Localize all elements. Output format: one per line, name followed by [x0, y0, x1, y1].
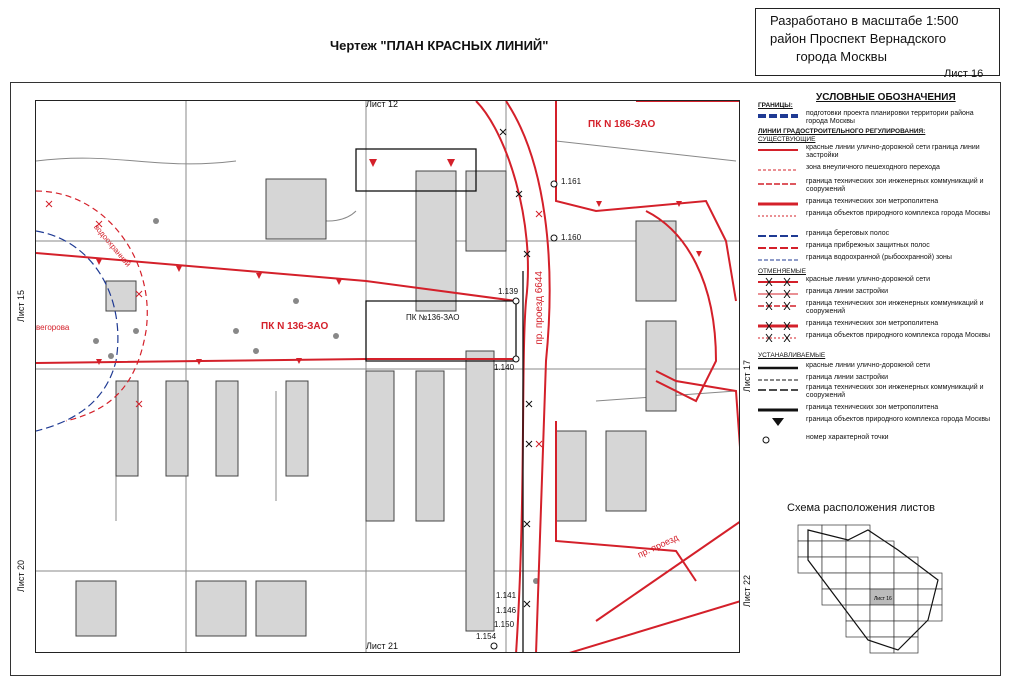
legend-symbol: [758, 169, 798, 171]
legend-row: красные линии улично-дорожной сети: [754, 276, 994, 288]
legend-row: подготовки проекта планировки территории…: [754, 110, 994, 125]
buildings: [75, 170, 677, 637]
point-label: 1.140: [494, 363, 515, 372]
legend-row: граница береговых полос: [754, 230, 994, 242]
drawing-title: Чертеж "ПЛАН КРАСНЫХ ЛИНИЙ": [330, 38, 549, 53]
legend-symbol: [758, 389, 798, 391]
legend-row: граница линии застройки: [754, 374, 994, 386]
legend-row: граница технических зон инженерных комму…: [754, 178, 994, 193]
red-markers: [96, 159, 702, 365]
legend-symbol: [758, 408, 798, 412]
cross-markers: [499, 128, 533, 608]
legend-symbol: [758, 215, 798, 217]
legend-row: граница прибрежных защитных полос: [754, 242, 994, 254]
legend-row: граница объектов природного комплекса го…: [754, 210, 994, 222]
legend-row: граница линии застройки: [754, 288, 994, 300]
legend-symbol: [758, 114, 798, 118]
sheet-frame: [10, 82, 1001, 676]
legend-row: граница технических зон инженерных комму…: [754, 300, 994, 315]
legend-row: граница водоохранной (рыбоохранной) зоны: [754, 254, 994, 266]
legend-regulation-header: ЛИНИИ ГРАДОСТРОИТЕЛЬНОГО РЕГУЛИРОВАНИЯ:: [758, 128, 926, 135]
map-drawing: [36, 101, 739, 652]
adjacent-sheet-top: Лист 12: [366, 100, 399, 109]
point-label: 1.139: [498, 287, 519, 296]
legend: УСЛОВНЫЕ ОБОЗНАЧЕНИЯ ГРАНИЦЫ: подготовки…: [754, 88, 994, 458]
legend-symbol: [758, 289, 798, 298]
zone-label-pk136: ПК N 136-ЗАО: [261, 321, 329, 332]
legend-symbol: [758, 183, 798, 185]
legend-symbol: [758, 366, 798, 370]
road-label-proezd: пр. проезд 6644: [534, 271, 545, 345]
sheet-number: Лист 16: [944, 68, 984, 80]
legend-symbol: [758, 277, 798, 286]
water-zone-line: [36, 230, 119, 432]
legend-existing-header: СУЩЕСТВУЮЩИЕ: [758, 136, 816, 143]
adjacent-sheet-bottom-right: Лист 22: [742, 575, 752, 608]
point-markers: [490, 180, 558, 650]
map-canvas[interactable]: Лист 12 Лист 21 ПК N 186-ЗАО ПК N 136-ЗА…: [35, 100, 740, 653]
legend-row: граница объектов природного комплекса го…: [754, 332, 994, 344]
legend-symbol: [762, 436, 770, 444]
legend-row: номер характерной точки: [754, 434, 994, 446]
water-protection-line: [36, 190, 148, 422]
legend-row: граница технических зон метрополитена: [754, 198, 994, 210]
point-label: 1.160: [561, 233, 582, 242]
stamp-district: район Проспект Вернадского: [770, 31, 947, 46]
scheme-grid: [797, 524, 943, 654]
water-label-2: вегорова: [36, 323, 70, 332]
zone-label-pk136-small: ПК №136-ЗАО: [406, 313, 460, 322]
legend-boundaries-header: ГРАНИЦЫ:: [758, 102, 793, 109]
legend-symbol: [758, 379, 798, 381]
adjacent-sheet-right: Лист 17: [742, 360, 752, 393]
legend-row: граница технических зон метрополитена: [754, 320, 994, 332]
adjacent-sheet-left: Лист 15: [16, 290, 26, 323]
legend-row: зона внеуличного пешеходного перехода: [754, 164, 994, 176]
point-label: 1.161: [561, 177, 582, 186]
legend-symbol: [758, 321, 798, 330]
red-cross-markers: [45, 200, 543, 448]
point-label: 1.154: [476, 632, 497, 641]
red-lines: [36, 101, 739, 652]
legend-symbol: [758, 333, 798, 342]
legend-symbol: [758, 149, 798, 151]
scheme-highlight-label: Лист 16: [874, 596, 892, 602]
legend-row: красные линии улично-дорожной сети: [754, 362, 994, 374]
legend-cancelled-header: ОТМЕНЯЕМЫЕ: [758, 268, 807, 275]
legend-title: УСЛОВНЫЕ ОБОЗНАЧЕНИЯ: [816, 92, 956, 103]
point-label: 1.150: [494, 620, 515, 629]
base-lines: [36, 101, 739, 652]
legend-symbol: [758, 235, 798, 237]
point-label: 1.141: [496, 591, 517, 600]
sheet-layout-scheme: Лист 16: [797, 524, 943, 654]
trees: [93, 218, 539, 584]
adjacent-sheet-bottom: Лист 21: [366, 641, 399, 651]
adjacent-sheet-bottom-left: Лист 20: [16, 560, 26, 593]
zone-label-pk186: ПК N 186-ЗАО: [588, 119, 656, 130]
legend-symbol: [758, 301, 798, 310]
title-stamp: Разработано в масштабе 1:500 район Просп…: [755, 8, 1000, 76]
point-label: 1.146: [496, 606, 517, 615]
legend-row: граница технических зон метрополитена: [754, 404, 994, 416]
legend-row: граница технических зон инженерных комму…: [754, 384, 994, 399]
scheme-title: Схема расположения листов: [787, 502, 935, 514]
stamp-scale: Разработано в масштабе 1:500: [770, 13, 959, 28]
legend-symbol: [772, 418, 784, 426]
legend-symbol: [758, 247, 798, 249]
stamp-city: города Москвы: [796, 49, 887, 64]
legend-row: красные линии улично-дорожной сети грани…: [754, 144, 994, 159]
legend-established-header: УСТАНАВЛИВАЕМЫЕ: [758, 352, 826, 359]
legend-symbol: [758, 202, 798, 206]
scheme-district-boundary: [807, 529, 939, 651]
legend-symbol: [758, 259, 798, 261]
legend-row: граница объектов природного комплекса го…: [754, 416, 994, 428]
